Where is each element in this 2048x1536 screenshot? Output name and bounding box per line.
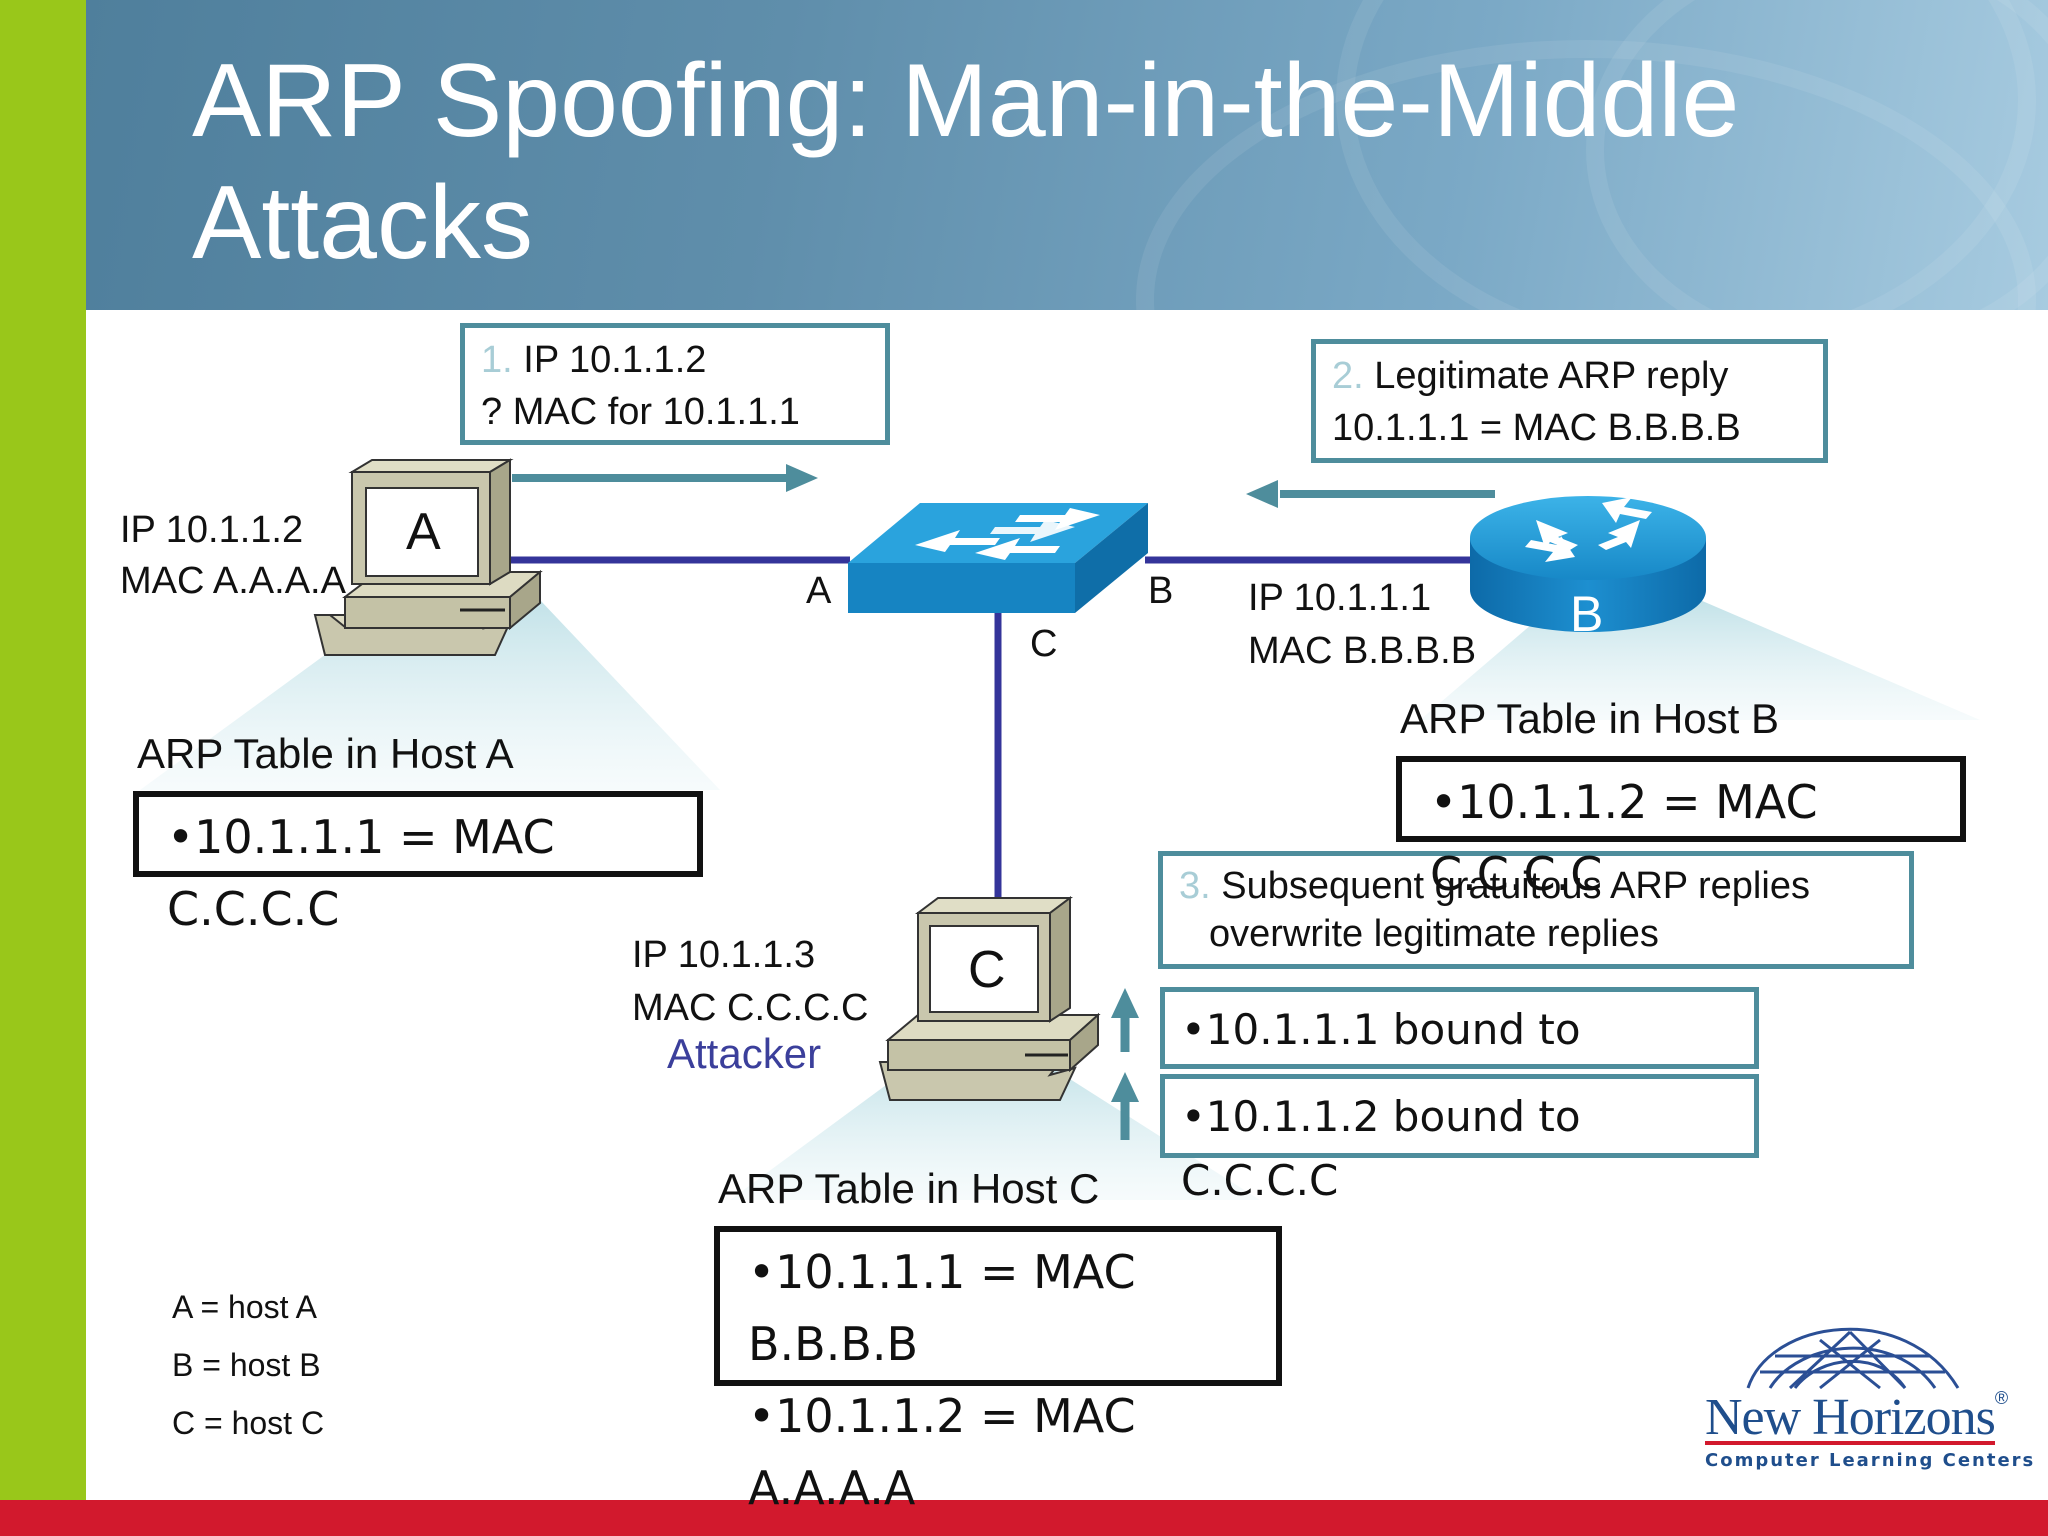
title-line-1: ARP Spoofing: Man-in-the-Middle xyxy=(192,43,1740,159)
host-c-mac: MAC C.C.C.C xyxy=(632,987,869,1029)
footer-red-bar xyxy=(0,1500,2048,1536)
logo-registered: ® xyxy=(1994,1388,2009,1408)
step3-line1: Subsequent gratuitous ARP replies xyxy=(1221,865,1810,907)
legend-item-a: A = host A xyxy=(172,1289,317,1325)
host-b-ip: IP 10.1.1.1 xyxy=(1248,577,1432,619)
switch-port-b: B xyxy=(1148,570,1174,612)
host-a-beam xyxy=(140,600,720,790)
legend-item-b: B = host B xyxy=(172,1347,321,1383)
arp-table-a: •10.1.1.1 = MAC C.C.C.C xyxy=(133,791,703,936)
step1-box: 1. IP 10.1.1.2 ? MAC for 10.1.1.1 xyxy=(460,323,890,445)
host-b-mac: MAC B.B.B.B xyxy=(1248,630,1477,672)
arrow-reply-icon xyxy=(1246,480,1495,508)
arp-table-a-entry: •10.1.1.1 = MAC C.C.C.C xyxy=(167,810,555,936)
slide-title: ARP Spoofing: Man-in-the-Middle Attacks xyxy=(192,40,1992,284)
step1-number: 1. xyxy=(481,339,513,381)
legend-item-c: C = host C xyxy=(172,1405,325,1441)
header-banner xyxy=(86,0,2048,310)
switch-icon xyxy=(848,503,1148,613)
step2-line2: 10.1.1.1 = MAC B.B.B.B xyxy=(1332,407,1741,449)
step2-number: 2. xyxy=(1332,355,1364,397)
host-c-beam xyxy=(730,1060,1260,1200)
logo-name: New Horizons xyxy=(1705,1389,1996,1446)
step1-line2: ? MAC for 10.1.1.1 xyxy=(481,391,800,433)
arrow-up-1-icon xyxy=(1111,988,1139,1052)
arp-table-b-entry: •10.1.1.2 = MAC C.C.C.C xyxy=(1430,775,1818,901)
switch-port-c: C xyxy=(1030,623,1058,665)
green-accent-bar xyxy=(0,0,86,1500)
title-line-2: Attacks xyxy=(192,165,533,281)
host-c-screen-letter: C xyxy=(968,941,1006,999)
host-b-router-letter: B xyxy=(1570,586,1604,642)
arrow-up-2-icon xyxy=(1111,1072,1139,1140)
router-b-icon xyxy=(1470,496,1706,632)
arp-table-c-title: ARP Table in Host C xyxy=(718,1165,1100,1212)
new-horizons-globe-icon xyxy=(1746,1327,1960,1390)
step2-box: 2. Legitimate ARP reply 10.1.1.1 = MAC B… xyxy=(1311,339,1828,463)
step3-line2: overwrite legitimate replies xyxy=(1209,913,1659,955)
arp-table-b-title: ARP Table in Host B xyxy=(1400,695,1779,742)
step1-line1: IP 10.1.1.2 xyxy=(523,339,707,381)
binding-entry-2: •10.1.1.2 bound to C.C.C.C xyxy=(1181,1092,1581,1205)
new-horizons-logo: New Horizons® xyxy=(1705,1388,2008,1447)
legend: A = host A B = host B C = host C xyxy=(172,1278,324,1452)
step3-number: 3. xyxy=(1179,865,1211,907)
host-a-ip: IP 10.1.1.2 xyxy=(120,509,304,551)
arp-table-b: •10.1.1.2 = MAC C.C.C.C xyxy=(1396,756,1966,901)
computer-a-icon xyxy=(313,458,543,656)
step2-line1: Legitimate ARP reply xyxy=(1374,355,1729,397)
host-a-screen-letter: A xyxy=(406,503,441,561)
logo-tagline: Computer Learning Centers xyxy=(1705,1450,2036,1471)
attacker-label: Attacker xyxy=(667,1030,822,1077)
binding-box-1: •10.1.1.1 bound to C.C.C.C xyxy=(1160,987,1759,1118)
arp-table-a-title: ARP Table in Host A xyxy=(137,730,514,777)
switch-port-a: A xyxy=(806,570,832,612)
step3-box: 3. Subsequent gratuitous ARP replies ove… xyxy=(1158,851,1914,969)
binding-box-2: •10.1.1.2 bound to C.C.C.C xyxy=(1160,1074,1759,1205)
arp-table-c-entry-1: •10.1.1.1 = MAC B.B.B.B xyxy=(748,1245,1136,1371)
computer-c-icon xyxy=(878,896,1101,1101)
arrow-request-icon xyxy=(512,464,818,492)
arp-table-c: •10.1.1.1 = MAC B.B.B.B •10.1.1.2 = MAC … xyxy=(714,1226,1282,1515)
host-c-ip: IP 10.1.1.3 xyxy=(632,934,816,976)
arp-table-c-entry-2: •10.1.1.2 = MAC A.A.A.A xyxy=(748,1389,1136,1515)
host-a-mac: MAC A.A.A.A xyxy=(120,560,346,602)
